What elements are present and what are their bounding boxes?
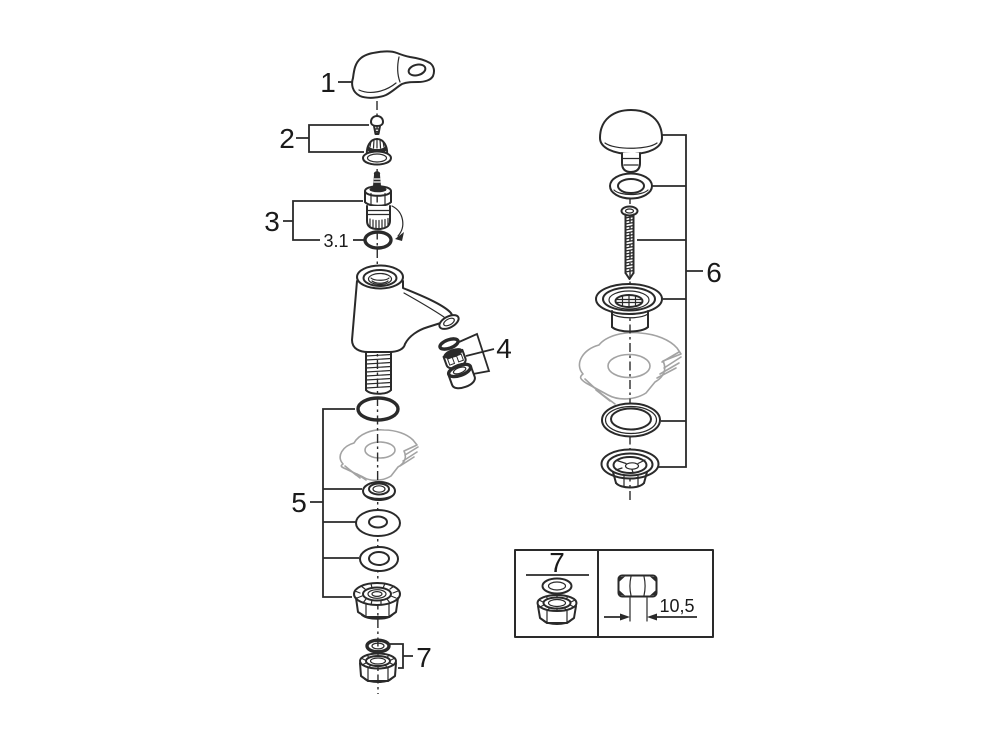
callout-label-1: 1 <box>320 67 336 98</box>
callout-3: 3 3.1 <box>264 200 364 251</box>
callout-label-4: 4 <box>496 333 512 364</box>
hub-washer <box>362 481 396 501</box>
callout-5: 5 <box>291 408 362 598</box>
callout-label-3-1: 3.1 <box>323 231 348 251</box>
inset-washer <box>541 577 573 595</box>
basin-cutaway-left <box>339 429 419 482</box>
handle-screw <box>370 115 384 135</box>
inset-backnut <box>536 594 578 625</box>
o-ring-3-1 <box>363 230 393 250</box>
inset-callout-label-7: 7 <box>549 547 565 578</box>
plug-seal-ring <box>609 172 653 200</box>
callout-label-6: 6 <box>706 257 722 288</box>
dimension-annotation: 10,5 <box>604 596 697 622</box>
backnut <box>359 652 397 683</box>
waste-seal-ring-large <box>601 402 661 438</box>
lever-handle <box>351 50 435 99</box>
plug-dome <box>599 109 663 173</box>
waste-screw <box>620 205 639 280</box>
headpart-cartridge <box>364 171 404 241</box>
callout-1: 1 <box>320 67 353 98</box>
callout-6: 6 <box>637 134 722 468</box>
flat-washer-small <box>359 546 399 572</box>
rotation-arrow <box>391 205 404 237</box>
washer-and-backnut <box>359 638 397 683</box>
callout-label-2: 2 <box>279 123 295 154</box>
callout-label-7: 7 <box>416 642 432 673</box>
callout-4: 4 <box>458 332 512 375</box>
mounting-stack <box>353 396 401 620</box>
bonnet-cap <box>362 138 392 166</box>
inset-detail-box: 10,5 7 <box>514 547 714 638</box>
aerator-set <box>438 337 476 390</box>
flat-washer-large <box>355 509 401 537</box>
mounting-nut <box>353 582 401 620</box>
pop-up-waste-assembly <box>595 109 663 489</box>
waste-flange <box>595 283 663 333</box>
base-o-ring <box>356 396 400 422</box>
callout-label-5: 5 <box>291 487 307 518</box>
callout-label-3: 3 <box>264 206 280 237</box>
waste-body <box>600 448 660 489</box>
nut-side-view <box>617 574 658 598</box>
dimension-label: 10,5 <box>659 596 694 616</box>
tap-body <box>351 264 460 395</box>
callout-2: 2 <box>279 123 369 154</box>
callout-7: 7 <box>390 642 432 673</box>
